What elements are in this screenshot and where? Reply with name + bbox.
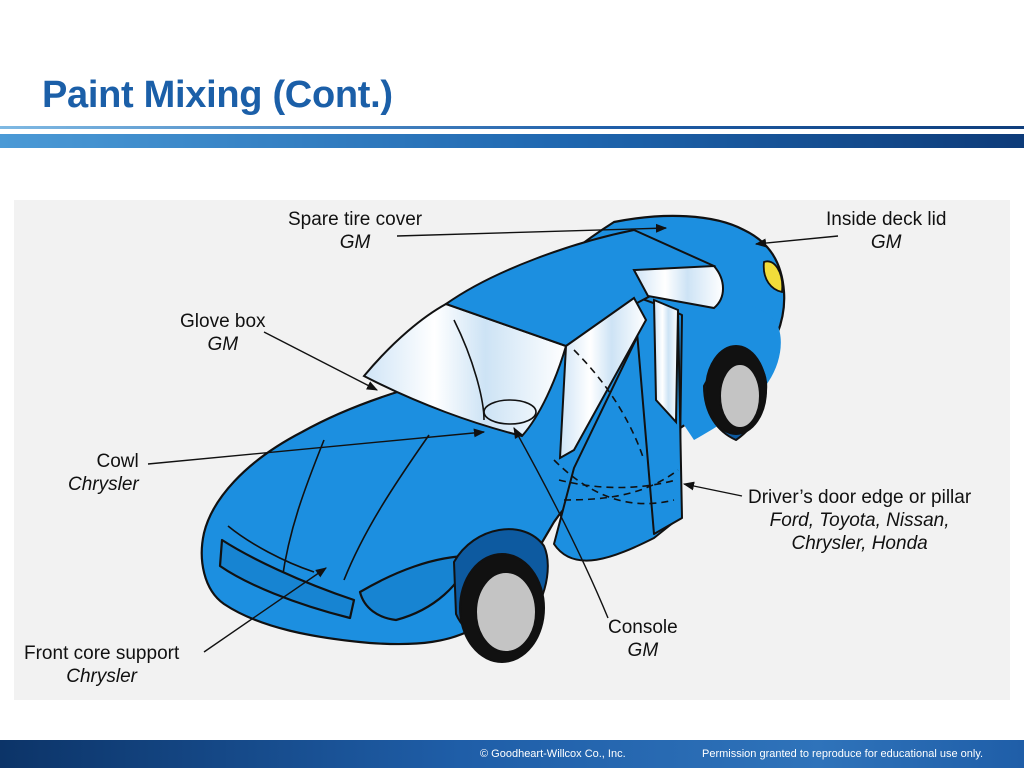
leader-lines: [147, 223, 839, 653]
windshield: [362, 302, 568, 438]
arrow-glove-box: [263, 331, 378, 391]
front-wheel: [459, 553, 545, 663]
label-front-core-support: Front core support Chrysler: [24, 643, 180, 687]
rear-wheel: [705, 345, 767, 435]
arrow-cowl: [147, 428, 486, 465]
car-diagram: Spare tire cover GM Inside deck lid GM G…: [14, 200, 1010, 700]
label-cowl: Cowl Chrysler: [68, 451, 139, 495]
label-drivers-door-edge-or-pillar: Driver’s door edge or pillar Ford, Toyot…: [748, 487, 972, 554]
arrow-drivers-door: [682, 481, 743, 497]
footer-permission: Permission granted to reproduce for educ…: [702, 748, 984, 760]
car-glass: [362, 228, 724, 460]
title-rule-thin: [0, 126, 1024, 129]
car-interior: [453, 319, 679, 505]
footer-copyright: © Goodheart-Willcox Co., Inc.: [480, 748, 626, 760]
label-glove-box: Glove box GM: [180, 311, 266, 355]
label-inside-deck-lid: Inside deck lid GM: [826, 209, 947, 253]
taillight: [762, 260, 784, 294]
arrow-inside-deck-lid: [754, 235, 839, 248]
slide-title: Paint Mixing (Cont.): [42, 74, 393, 116]
car-illustration: [147, 214, 839, 663]
title-rule-thick: [0, 134, 1024, 148]
arrow-spare-tire-cover: [396, 223, 668, 237]
arrow-console: [513, 427, 609, 619]
door-window: [558, 296, 648, 460]
label-console: Console GM: [608, 617, 678, 661]
footer-bar: © Goodheart-Willcox Co., Inc. Permission…: [0, 740, 1024, 768]
rear-quarter-window: [632, 264, 724, 310]
open-door-glass: [652, 298, 680, 425]
label-spare-tire-cover: Spare tire cover GM: [288, 209, 423, 253]
arrow-front-core-support: [203, 567, 327, 653]
